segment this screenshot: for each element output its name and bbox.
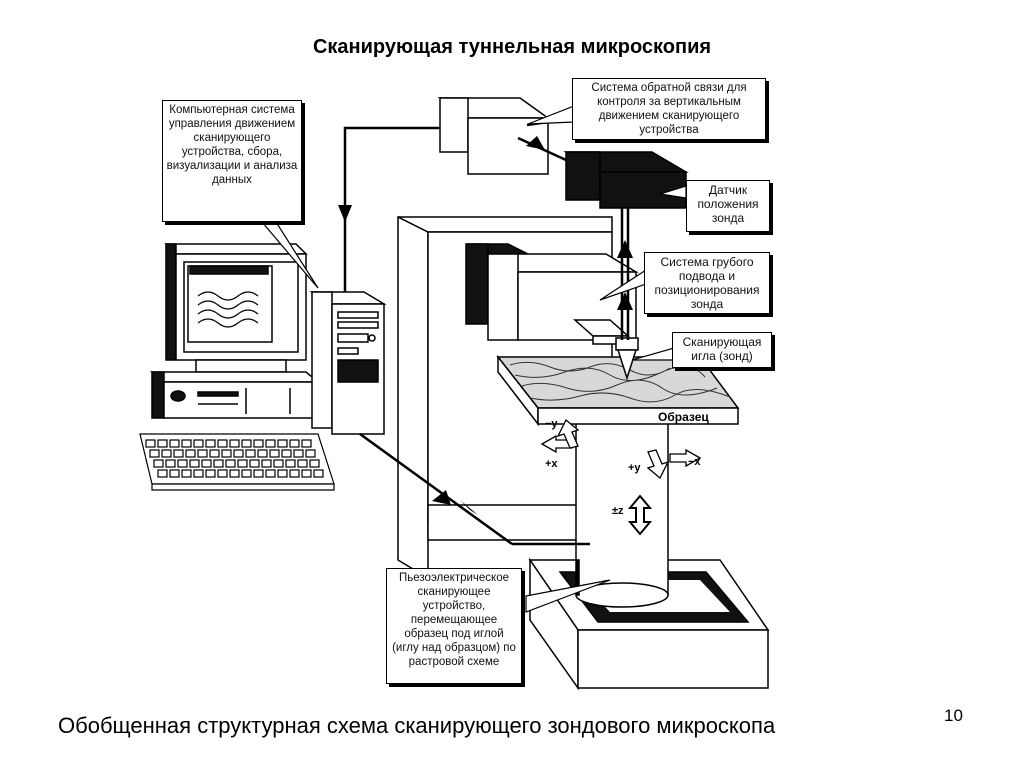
keyboard-key [281, 449, 292, 458]
keyboard-key [241, 469, 252, 478]
keyboard-key [229, 439, 240, 448]
arrow-heads [338, 136, 633, 515]
arrow-down-icon [338, 205, 352, 222]
keyboard-key [285, 459, 296, 468]
feedback-box [437, 97, 551, 175]
y-arrow-icon [556, 418, 580, 449]
keyboard-key [213, 459, 224, 468]
z-arrow-icon [627, 494, 653, 536]
piezo-cylinder [575, 419, 669, 608]
keyboard-key [161, 449, 172, 458]
keyboard-key [233, 449, 244, 458]
keyboard-key [249, 459, 260, 468]
keyboard-key [197, 449, 208, 458]
keyboard-key [225, 459, 236, 468]
piezo-callout: Пьезоэлектрическое сканирующее устройств… [386, 568, 522, 684]
keyboard-key [221, 449, 232, 458]
arrow-up-icon [617, 240, 633, 258]
keyboard-key [169, 439, 180, 448]
keyboard-key [157, 439, 168, 448]
sensor-callout: Датчик положения зонда [686, 180, 770, 232]
keyboard-key [205, 439, 216, 448]
keyboard-key [245, 449, 256, 458]
keyboard-key [149, 449, 160, 458]
desktop-case [149, 371, 321, 419]
keyboard-key [297, 459, 308, 468]
keyboard-key [153, 459, 164, 468]
y2-arrow-icon [646, 449, 670, 480]
keyboard-icon [139, 433, 335, 491]
keyboard-key [293, 449, 304, 458]
page-title: Сканирующая туннельная микроскопия [312, 36, 712, 58]
keyboard-key [217, 469, 228, 478]
system-unit-icon [309, 291, 387, 435]
computer-monitor-icon [164, 243, 308, 373]
callout-pointers [260, 105, 687, 613]
plus-y-label: +y [628, 462, 641, 474]
computer-callout: Компьютерная система управления движение… [162, 100, 302, 222]
minus-x-label: −x [688, 456, 701, 468]
keyboard-key [261, 459, 272, 468]
x-arrow-right-icon [669, 448, 702, 468]
coarse-block [465, 243, 639, 345]
keyboard-key [205, 469, 216, 478]
keyboard-key [277, 469, 288, 478]
keyboard-key [169, 469, 180, 478]
arrow-left-icon [526, 136, 545, 150]
keyboard-key [193, 439, 204, 448]
keyboard-key [237, 459, 248, 468]
sensor-block [563, 151, 689, 209]
arrow-diagonal-icon [460, 500, 478, 515]
keyboard-key [165, 459, 176, 468]
probe-callout: Сканирующая игла (зонд) [672, 332, 772, 368]
pm-z-label: ±z [612, 505, 624, 517]
minus-y-label: −y [545, 418, 558, 430]
keyboard-key [313, 469, 324, 478]
keyboard-key [145, 439, 156, 448]
keyboard-key [253, 439, 264, 448]
keyboard-key [305, 449, 316, 458]
keyboard-key [241, 439, 252, 448]
keyboard-key [257, 449, 268, 458]
arrow-diagonal-icon [432, 490, 451, 505]
keyboard-key [193, 469, 204, 478]
sample-label: Образец [658, 410, 709, 424]
keyboard-key [265, 439, 276, 448]
sample-stage [496, 354, 740, 427]
keyboard-key [269, 449, 280, 458]
keyboard-key [185, 449, 196, 458]
keyboard-key [289, 439, 300, 448]
keyboard-key [217, 439, 228, 448]
keyboard-key [273, 459, 284, 468]
keyboard-key [265, 469, 276, 478]
keyboard-key [181, 469, 192, 478]
plus-x-label: +x [545, 458, 558, 470]
keyboard-key [209, 449, 220, 458]
keyboard-key [309, 459, 320, 468]
keyboard-key [277, 439, 288, 448]
coarse-callout: Системa грубого подвода и позиционирован… [644, 252, 770, 314]
keyboard-key [189, 459, 200, 468]
keyboard-key [229, 469, 240, 478]
keyboard-key [157, 469, 168, 478]
axis-arrows [540, 418, 702, 536]
keyboard-key [301, 469, 312, 478]
feedback-callout: Система обратной связи для контроля за в… [572, 78, 766, 140]
arrow-up-icon [617, 292, 633, 310]
keyboard-key [181, 439, 192, 448]
slide-caption: Обобщенная структурная схема сканирующег… [58, 713, 776, 738]
keyboard-key [289, 469, 300, 478]
keyboard-key [301, 439, 312, 448]
keyboard-key [253, 469, 264, 478]
keyboard-key [201, 459, 212, 468]
keyboard-key [177, 459, 188, 468]
keyboard-key [173, 449, 184, 458]
page-number: 10 [944, 706, 963, 725]
